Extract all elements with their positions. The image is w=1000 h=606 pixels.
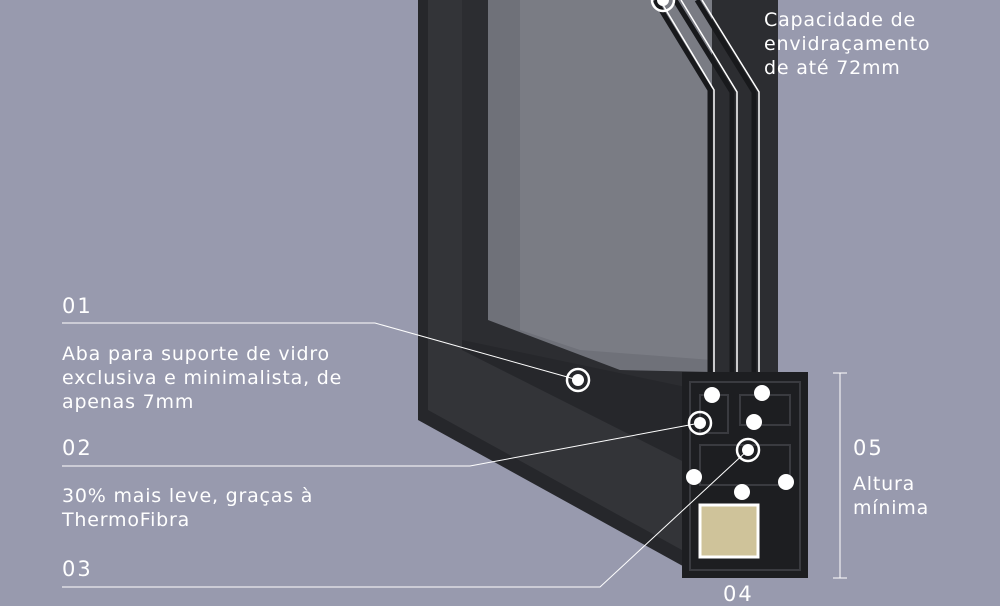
height-dimension: [833, 372, 847, 579]
callout-01-text: Aba para suporte de vidro exclusiva e mi…: [62, 343, 343, 413]
gasket-dot: [754, 385, 770, 401]
marker-03: [735, 437, 761, 463]
leader-03: [62, 449, 749, 588]
callout-02-number: 02: [62, 436, 93, 460]
marker-glass: [650, 0, 676, 13]
gasket-dot: [778, 474, 794, 490]
gasket-dot: [746, 414, 762, 430]
callout-05-number: 05: [853, 436, 884, 460]
steel-reinforcement: [698, 503, 760, 559]
callout-02-text: 30% mais leve, graças à ThermoFibra: [62, 485, 314, 531]
frame-bevel: [428, 0, 700, 560]
marker-02: [687, 410, 713, 436]
gasket-dot: [734, 484, 750, 500]
gasket-dot: [704, 387, 720, 403]
callout-01-number: 01: [62, 294, 93, 318]
leader-01: [62, 322, 579, 381]
callout-05-text: Altura mínima: [853, 473, 930, 519]
gasket-dot: [686, 469, 702, 485]
glass-edge-1: [652, 0, 713, 390]
glass-highlight: [520, 0, 712, 360]
leader-02: [62, 422, 701, 467]
glass-edge-3: [694, 0, 757, 390]
marker-01: [565, 367, 591, 393]
glazing-capacity-note: Capacidade de envidraçamento de até 72mm: [764, 9, 931, 79]
callout-03-number: 03: [62, 557, 93, 581]
callout-04-number: 04: [723, 582, 754, 606]
glass-edge-2: [672, 0, 735, 390]
